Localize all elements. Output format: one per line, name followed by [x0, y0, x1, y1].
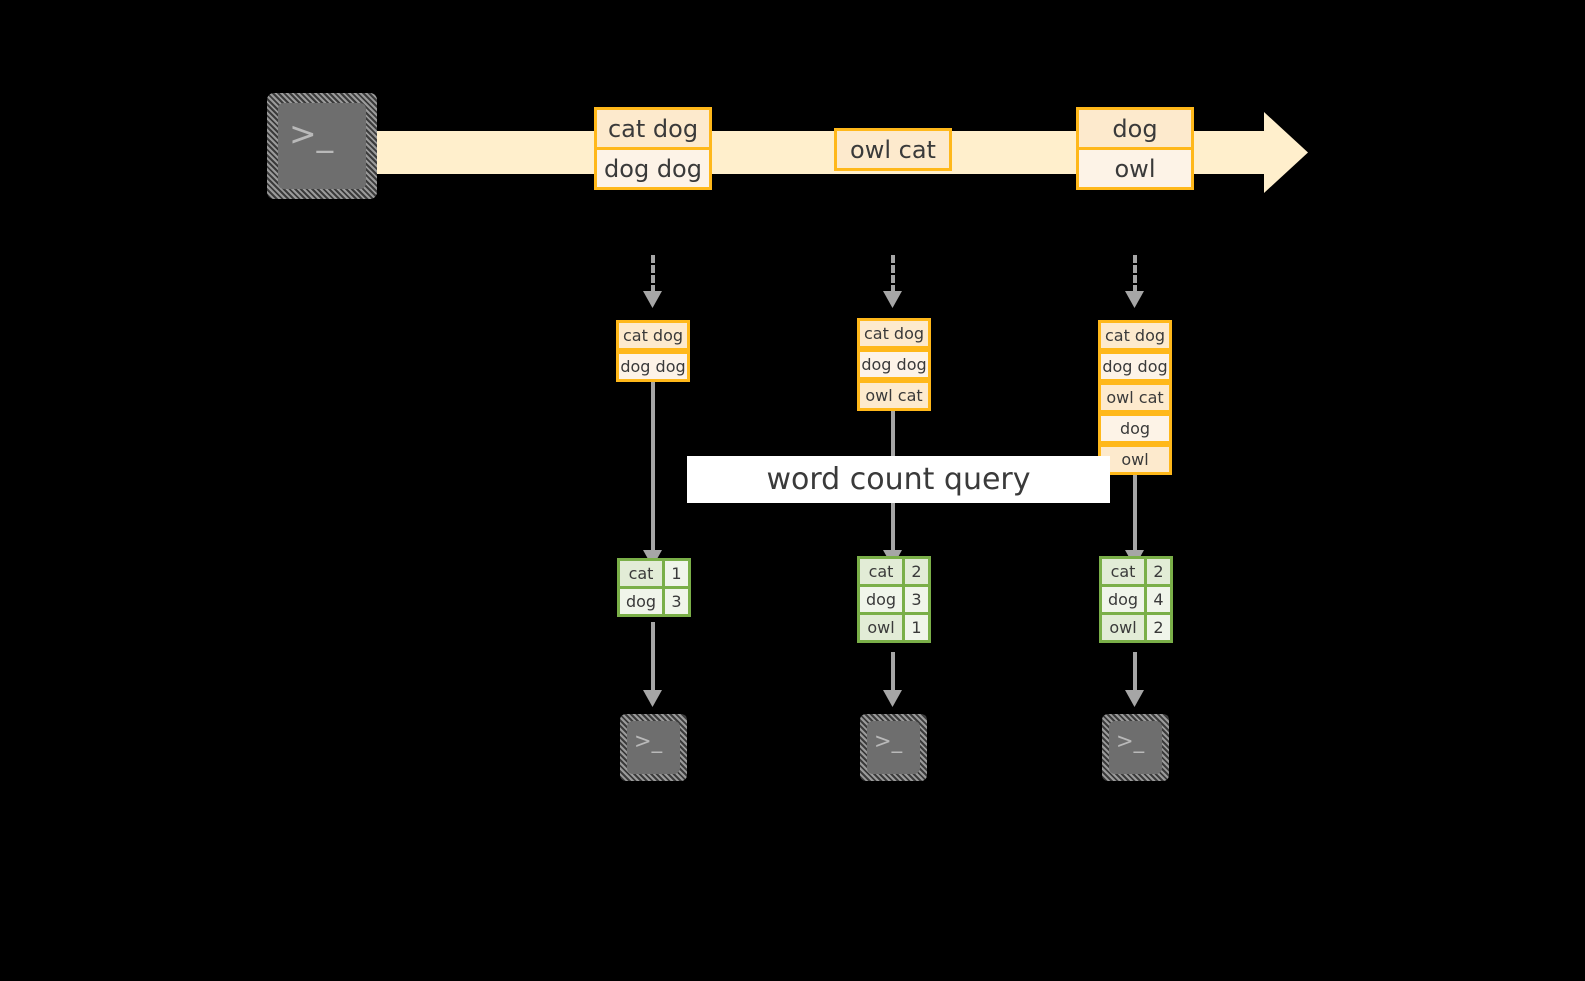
table-row: owl 2: [1099, 612, 1173, 643]
snapshot-to-result-connector: [1133, 475, 1137, 553]
result-word: dog: [617, 586, 665, 617]
table-row: cat 2: [857, 556, 931, 587]
sink-terminal[interactable]: >_: [1102, 714, 1169, 781]
stream-to-snapshot-arrowhead: [643, 291, 662, 308]
stream-to-snapshot-connector: [891, 255, 895, 293]
snapshot-to-result-connector: [651, 382, 655, 553]
stream-record: dog: [1076, 107, 1194, 150]
result-count: 3: [662, 586, 691, 617]
result-word: owl: [857, 612, 905, 643]
result-word: cat: [617, 558, 665, 589]
snapshot-row: owl cat: [857, 380, 931, 411]
table-row: owl 1: [857, 612, 931, 643]
snapshot-row: dog dog: [1098, 351, 1172, 382]
result-count: 2: [1144, 556, 1173, 587]
result-to-sink-arrowhead: [643, 690, 662, 707]
result-to-sink-arrowhead: [1125, 690, 1144, 707]
terminal-screen: [1109, 721, 1162, 774]
sink-terminal[interactable]: >_: [860, 714, 927, 781]
result-count: 3: [902, 584, 931, 615]
result-count: 2: [1144, 612, 1173, 643]
result-word: dog: [1099, 584, 1147, 615]
result-to-sink-connector: [891, 652, 895, 692]
source-terminal[interactable]: >_: [267, 93, 377, 199]
result-table: cat 2 dog 3 owl 1: [857, 556, 931, 643]
table-row: dog 3: [617, 586, 691, 617]
table-row: dog 3: [857, 584, 931, 615]
stream-arrowhead: [1264, 112, 1308, 193]
stream-record: owl: [1076, 147, 1194, 190]
sink-terminal[interactable]: >_: [620, 714, 687, 781]
snapshot-row: cat dog: [616, 320, 690, 351]
result-count: 4: [1144, 584, 1173, 615]
result-count: 2: [902, 556, 931, 587]
result-word: cat: [1099, 556, 1147, 587]
result-table: cat 1 dog 3: [617, 558, 691, 617]
stream-to-snapshot-arrowhead: [1125, 291, 1144, 308]
result-word: dog: [857, 584, 905, 615]
table-row: cat 2: [1099, 556, 1173, 587]
query-caption: word count query: [687, 456, 1110, 503]
result-word: owl: [1099, 612, 1147, 643]
result-to-sink-connector: [651, 622, 655, 692]
stream-record: cat dog: [594, 107, 712, 150]
stream-record: dog dog: [594, 147, 712, 190]
result-to-sink-connector: [1133, 652, 1137, 692]
terminal-screen: [627, 721, 680, 774]
result-word: cat: [857, 556, 905, 587]
snapshot-row: owl cat: [1098, 382, 1172, 413]
terminal-screen: [278, 103, 366, 189]
table-row: dog 4: [1099, 584, 1173, 615]
result-to-sink-arrowhead: [883, 690, 902, 707]
stream-to-snapshot-connector: [1133, 255, 1137, 293]
snapshot-row: dog: [1098, 413, 1172, 444]
table-row: cat 1: [617, 558, 691, 589]
result-table: cat 2 dog 4 owl 2: [1099, 556, 1173, 643]
snapshot-row: cat dog: [857, 318, 931, 349]
stream-to-snapshot-connector: [651, 255, 655, 293]
snapshot-row: cat dog: [1098, 320, 1172, 351]
stream-record: owl cat: [834, 128, 952, 171]
result-count: 1: [902, 612, 931, 643]
terminal-screen: [867, 721, 920, 774]
stream-to-snapshot-arrowhead: [883, 291, 902, 308]
result-count: 1: [662, 558, 691, 589]
snapshot-row: dog dog: [616, 351, 690, 382]
snapshot-row: dog dog: [857, 349, 931, 380]
